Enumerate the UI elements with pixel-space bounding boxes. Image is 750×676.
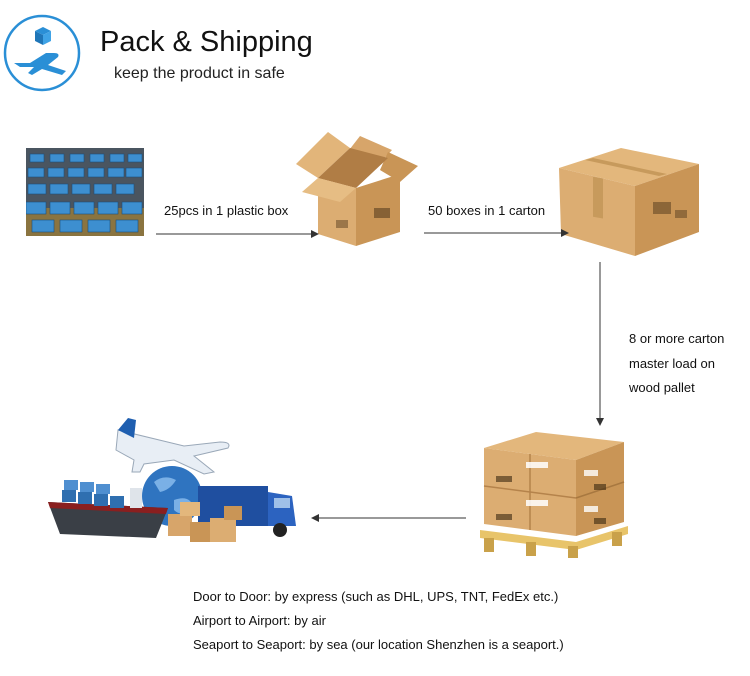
logo-plane-box-icon	[3, 14, 81, 92]
step3-label: 8 or more carton master load on wood pal…	[629, 327, 747, 401]
step1-label: 25pcs in 1 plastic box	[164, 203, 289, 218]
shipping-airport-to-airport: Airport to Airport: by air	[193, 613, 326, 628]
page-subtitle: keep the product in safe	[114, 65, 285, 82]
page-title: Pack & Shipping	[100, 26, 313, 58]
pallet-with-cartons-image	[480, 432, 628, 558]
products-photo	[26, 148, 144, 236]
step3-line: master load on	[629, 355, 715, 371]
closed-carton-box-image	[559, 148, 699, 256]
open-carton-box-image	[296, 132, 418, 246]
step3-line: wood pallet	[629, 380, 695, 395]
transport-collage-image	[48, 418, 296, 542]
step2-label: 50 boxes in 1 carton	[428, 203, 546, 218]
step3-line: 8 or more carton	[629, 331, 725, 346]
shipping-door-to-door: Door to Door: by express (such as DHL, U…	[193, 589, 559, 604]
shipping-seaport-to-seaport: Seaport to Seaport: by sea (our location…	[193, 637, 564, 652]
